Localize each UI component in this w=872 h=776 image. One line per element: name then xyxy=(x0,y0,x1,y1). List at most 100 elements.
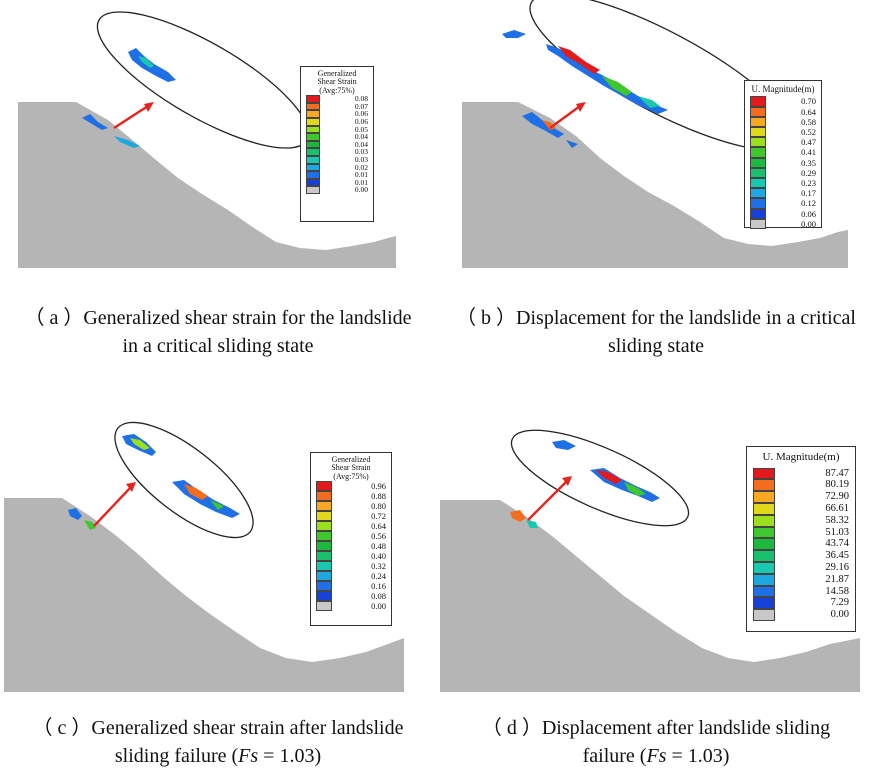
legend-row: 0.01 xyxy=(306,171,368,179)
legend-swatch xyxy=(753,479,775,492)
legend-row: 0.41 xyxy=(750,147,816,158)
legend-title: U. Magnitude(m) xyxy=(751,84,815,94)
legend-value: 0.04 xyxy=(354,139,368,149)
legend-row: 0.03 xyxy=(306,156,368,164)
legend-value: 0.24 xyxy=(371,571,386,582)
displacement-zone-detail-mid xyxy=(602,76,632,96)
legend-value: 0.16 xyxy=(371,581,386,592)
slope-ground xyxy=(440,500,860,692)
zoom-arrow xyxy=(549,105,581,129)
slope-model-c xyxy=(4,421,404,692)
legend-value: 7.29 xyxy=(830,597,849,609)
legend-value: 0.04 xyxy=(354,132,368,142)
legend-swatch xyxy=(750,167,766,178)
legend-swatch xyxy=(750,116,766,127)
legend-swatch xyxy=(316,581,332,592)
slope-model-b xyxy=(462,0,848,268)
legend-swatch xyxy=(750,137,766,148)
legend-row: 0.02 xyxy=(306,163,368,172)
legend-row: 0.06 xyxy=(306,118,368,126)
legend-row: 0.04 xyxy=(306,133,368,141)
legend-value: 0.47 xyxy=(801,137,816,148)
legend-value: 43.74 xyxy=(825,538,849,550)
legend-value: 0.80 xyxy=(371,501,386,512)
legend-value: 0.64 xyxy=(371,521,386,532)
legend-value: 0.88 xyxy=(371,491,386,502)
legend-value: 0.07 xyxy=(354,101,368,111)
legend-value: 0.32 xyxy=(371,561,386,572)
strain-zone-surface xyxy=(82,114,108,130)
legend-title: Generalized Shear Strain (Avg:75%) xyxy=(331,455,371,481)
legend-title: U. Magnitude(m) xyxy=(762,451,840,463)
legend-value: 0.00 xyxy=(371,601,386,612)
strain-zone-surface-2 xyxy=(84,520,96,530)
legend-value: 0.06 xyxy=(801,208,816,219)
legend-row: 0.35 xyxy=(750,157,816,168)
legend-row: 0.08 xyxy=(306,95,368,103)
legend-row: 0.12 xyxy=(750,198,816,209)
legend-row: 87.47 xyxy=(753,467,849,480)
legend-value: 87.47 xyxy=(825,467,849,479)
legend-row: 0.52 xyxy=(750,127,816,138)
legend-row: 0.47 xyxy=(750,137,816,148)
legend-swatch xyxy=(753,526,775,539)
legend-row: 0.70 xyxy=(750,96,816,107)
legend-row: 0.08 xyxy=(316,591,386,602)
slope-ground xyxy=(4,498,404,692)
legend-swatch xyxy=(753,467,775,480)
legend-value: 21.87 xyxy=(825,573,849,585)
legend-swatch xyxy=(316,561,332,572)
legend-row: 21.87 xyxy=(753,573,849,586)
legend-swatch xyxy=(753,550,775,562)
displacement-zone-surface xyxy=(522,112,564,138)
legend-value: 58.32 xyxy=(825,514,849,526)
legend-value: 0.41 xyxy=(801,147,816,158)
legend-row: 0.80 xyxy=(316,501,386,512)
legend-swatch xyxy=(753,609,775,621)
legend-row: 0.07 xyxy=(306,103,368,111)
legend-value: 80.19 xyxy=(825,479,849,491)
slope-ground xyxy=(18,102,396,268)
zoom-arrowhead xyxy=(144,102,154,112)
legend-swatch xyxy=(316,601,332,612)
legend-swatch xyxy=(306,102,320,111)
legend-value: 0.01 xyxy=(354,177,368,187)
legend-swatch xyxy=(306,186,320,194)
legend-row: 0.24 xyxy=(316,571,386,582)
legend-row: 0.03 xyxy=(306,148,368,156)
legend-value: 51.03 xyxy=(825,526,849,538)
displacement-zone-surface-3 xyxy=(566,140,578,148)
legend-value: 0.64 xyxy=(801,106,816,117)
caption-b: （ b ）Displacement for the landslide in a… xyxy=(456,307,856,357)
legend-value: 0.56 xyxy=(371,531,386,542)
legend-value: 0.58 xyxy=(801,116,816,127)
legend-swatch xyxy=(306,110,320,118)
zoom-arrow xyxy=(113,104,149,130)
legend-swatch xyxy=(316,531,332,542)
legend-value: 72.90 xyxy=(825,491,849,503)
caption-c: （ c ）Generalized shear strain after land… xyxy=(32,717,404,767)
legend-value: 0.06 xyxy=(354,109,368,119)
legend-row: 0.23 xyxy=(750,177,816,189)
caption-d: （ d ）Displacement after landslide slidin… xyxy=(481,717,831,767)
legend-swatch xyxy=(316,591,332,602)
legend-row: 51.03 xyxy=(753,526,849,539)
legend-swatch xyxy=(306,155,320,164)
legend-row: 0.56 xyxy=(316,531,386,542)
legend-swatch xyxy=(750,147,766,158)
legend-value: 0.00 xyxy=(830,609,849,621)
legend-swatch xyxy=(750,218,766,229)
legend-row: 0.88 xyxy=(316,491,386,502)
legend-row: 66.61 xyxy=(753,502,849,515)
legend-row: 0.06 xyxy=(306,110,368,118)
legend-row: 0.04 xyxy=(306,141,368,149)
legend-swatch xyxy=(753,514,775,527)
